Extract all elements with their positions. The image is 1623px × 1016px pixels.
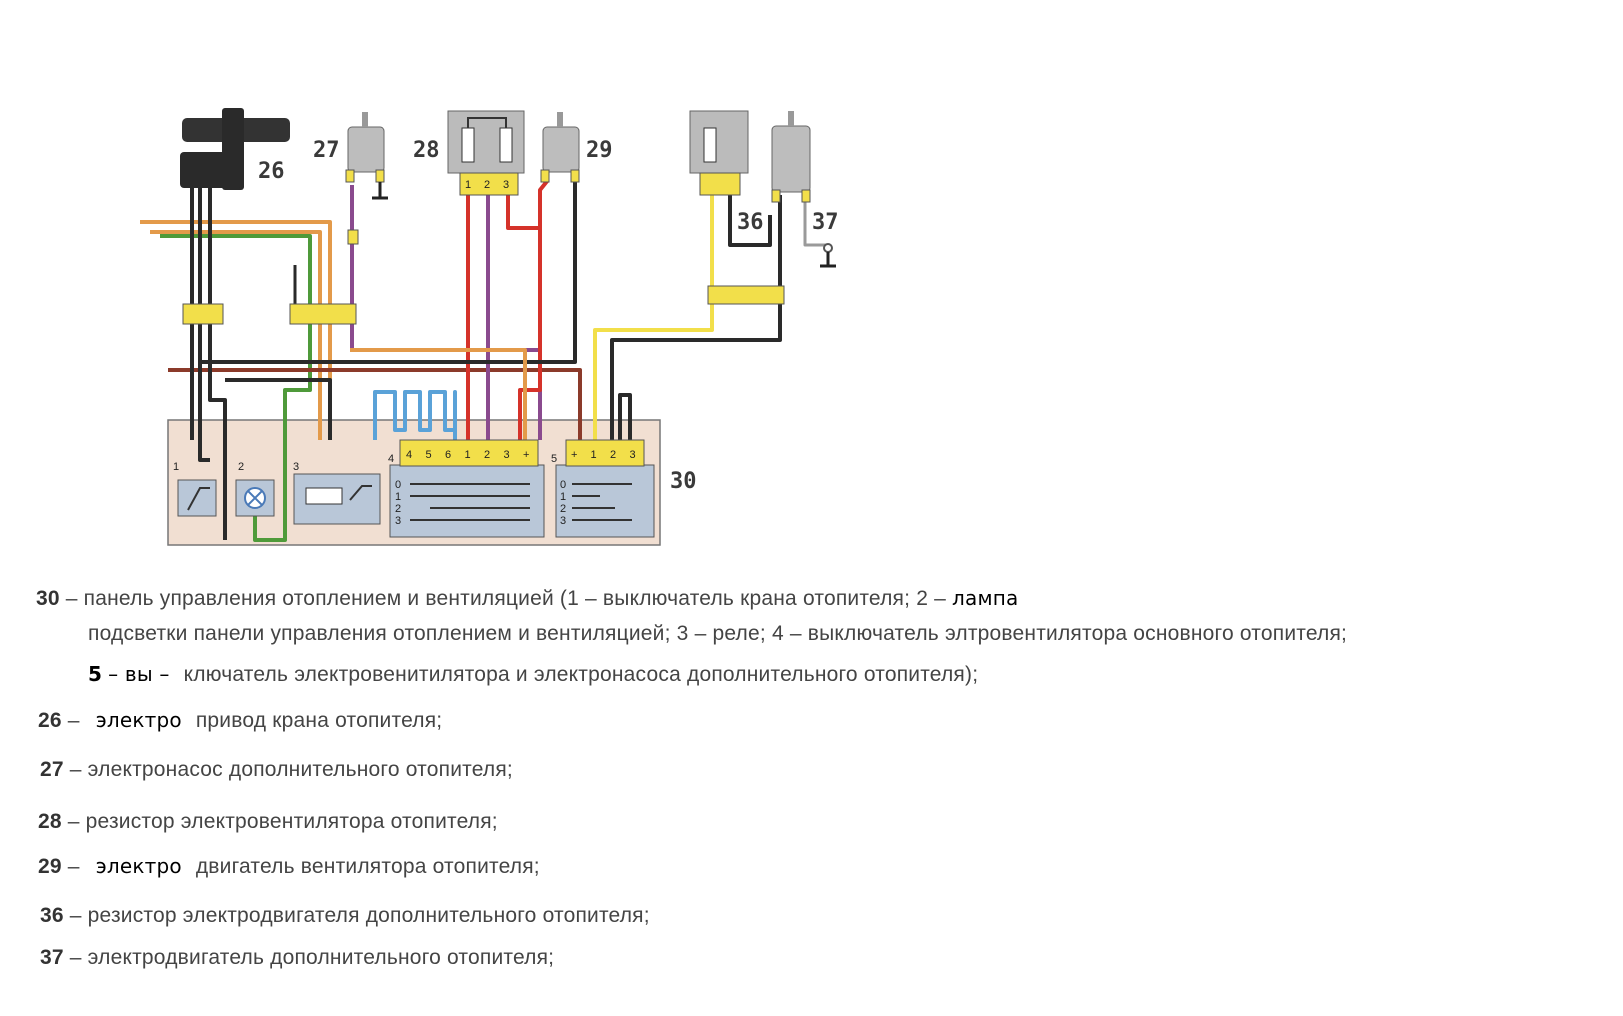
wire-orange-top — [140, 220, 332, 440]
wiring-diagram: 26 27 1 2 3 28 29 36 — [140, 108, 839, 546]
component-28 — [447, 110, 525, 196]
wire-black-mid — [225, 378, 332, 440]
connector-left — [182, 303, 224, 325]
legend-item-30-cont: подсветки панели управления отоплением и… — [88, 622, 1348, 645]
panel-part-3: 3 — [293, 461, 299, 473]
sw5-pin-1: 1 — [591, 449, 597, 461]
label-37: 37 — [812, 210, 839, 235]
panel-part-2: 2 — [238, 461, 244, 473]
sw4-pin-0: 4 — [406, 449, 412, 461]
component-26 — [180, 108, 290, 190]
heater-valve-switch — [177, 479, 217, 517]
wire-yellow-36 — [593, 195, 714, 440]
sw5-pos-1: 1 — [560, 491, 566, 503]
wire-blue-loops — [373, 390, 457, 440]
switch-4-pins — [399, 439, 539, 467]
wire-green — [160, 234, 312, 542]
connector-mid — [289, 303, 357, 325]
aux-switch-5 — [555, 464, 655, 538]
sw5-pos-2: 2 — [560, 503, 566, 515]
sw4-pin-5: 3 — [504, 449, 510, 461]
wire-black-37 — [610, 195, 782, 440]
sw5-pin-2: 2 — [610, 449, 616, 461]
switch-5-pins — [565, 439, 645, 467]
wire-brown — [168, 368, 582, 440]
legend-item-27: 27– электронасос дополнительного отопите… — [40, 758, 513, 781]
legend-item-36: 36– резистор электродвигателя дополнител… — [40, 904, 650, 927]
wire-red-29b — [518, 228, 542, 440]
wire-orange-switch — [350, 348, 527, 440]
r28-pin-3: 3 — [503, 179, 509, 191]
sw4-pin-3: 1 — [465, 449, 471, 461]
legend-item-30-cont2: 5– вы – ключатель электровенитилятора и … — [88, 662, 979, 686]
wire-black-26c — [208, 185, 227, 540]
label-28: 28 — [413, 138, 440, 163]
r28-pin-2: 2 — [484, 179, 490, 191]
sw5-pin-0: + — [571, 449, 577, 461]
label-27: 27 — [313, 138, 340, 163]
label-29: 29 — [586, 138, 613, 163]
wire-black-29 — [200, 180, 577, 364]
connector-right — [707, 285, 785, 305]
wire-black-26b — [198, 185, 210, 462]
sw4-pin-6: + — [523, 449, 529, 461]
label-36: 36 — [737, 210, 764, 235]
sw4-pos-0: 0 — [395, 479, 401, 491]
legend-item-37: 37– электродвигатель дополнительного ото… — [40, 946, 555, 969]
connector-27 — [347, 229, 359, 245]
sw4-pos-3: 3 — [395, 515, 401, 527]
panel-part-1: 1 — [173, 461, 179, 473]
sw5-pin-3: 3 — [630, 449, 636, 461]
wire-black-36-37 — [728, 195, 772, 247]
panel-part-5: 5 — [551, 453, 557, 465]
wire-black-switch5 — [618, 393, 632, 440]
sw5-pos-3: 3 — [560, 515, 566, 527]
component-27 — [345, 112, 388, 200]
sw4-pin-4: 2 — [484, 449, 490, 461]
sw4-pin-1: 5 — [426, 449, 432, 461]
r28-pin-1: 1 — [465, 179, 471, 191]
component-37 — [771, 111, 836, 268]
component-36 — [689, 110, 749, 196]
fan-switch-4 — [389, 464, 545, 538]
legend-item-28: 28– резистор электровентилятора отопител… — [38, 810, 498, 833]
sw5-pos-0: 0 — [560, 479, 566, 491]
component-29 — [540, 112, 580, 183]
sw4-pos-2: 2 — [395, 503, 401, 515]
legend-item-30: 30– панель управления отоплением и венти… — [36, 586, 1019, 610]
label-30: 30 — [670, 469, 697, 494]
sw4-pin-2: 6 — [445, 449, 451, 461]
panel-part-4: 4 — [388, 453, 394, 465]
sw4-pos-1: 1 — [395, 491, 401, 503]
label-26: 26 — [258, 159, 285, 184]
